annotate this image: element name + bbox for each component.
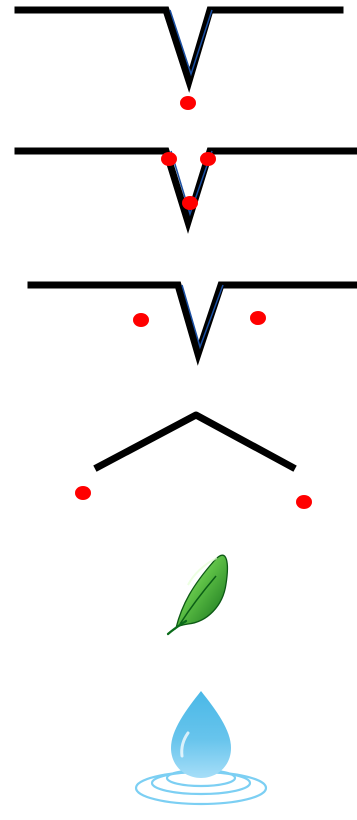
step-3-dot-left [133, 313, 149, 327]
step-2-dot-bottom [182, 196, 198, 210]
step-3-diagram [31, 285, 355, 354]
step-2-surface [18, 151, 355, 222]
step-2-dot-right [200, 152, 216, 166]
step-1-surface [18, 10, 340, 81]
step-1-diagram [18, 10, 340, 110]
step-4-roof-shape [98, 415, 292, 467]
water-drop-icon [136, 691, 266, 804]
step-1-dot [180, 96, 196, 110]
step-3-dot-right [250, 311, 266, 325]
step-4-dot-right [296, 495, 312, 509]
step-2-diagram [18, 151, 355, 222]
leaf-icon [168, 555, 227, 634]
step-4-diagram [75, 415, 312, 509]
step-2-dot-left [161, 152, 177, 166]
step-4-dot-left [75, 486, 91, 500]
step-3-surface [31, 285, 355, 354]
